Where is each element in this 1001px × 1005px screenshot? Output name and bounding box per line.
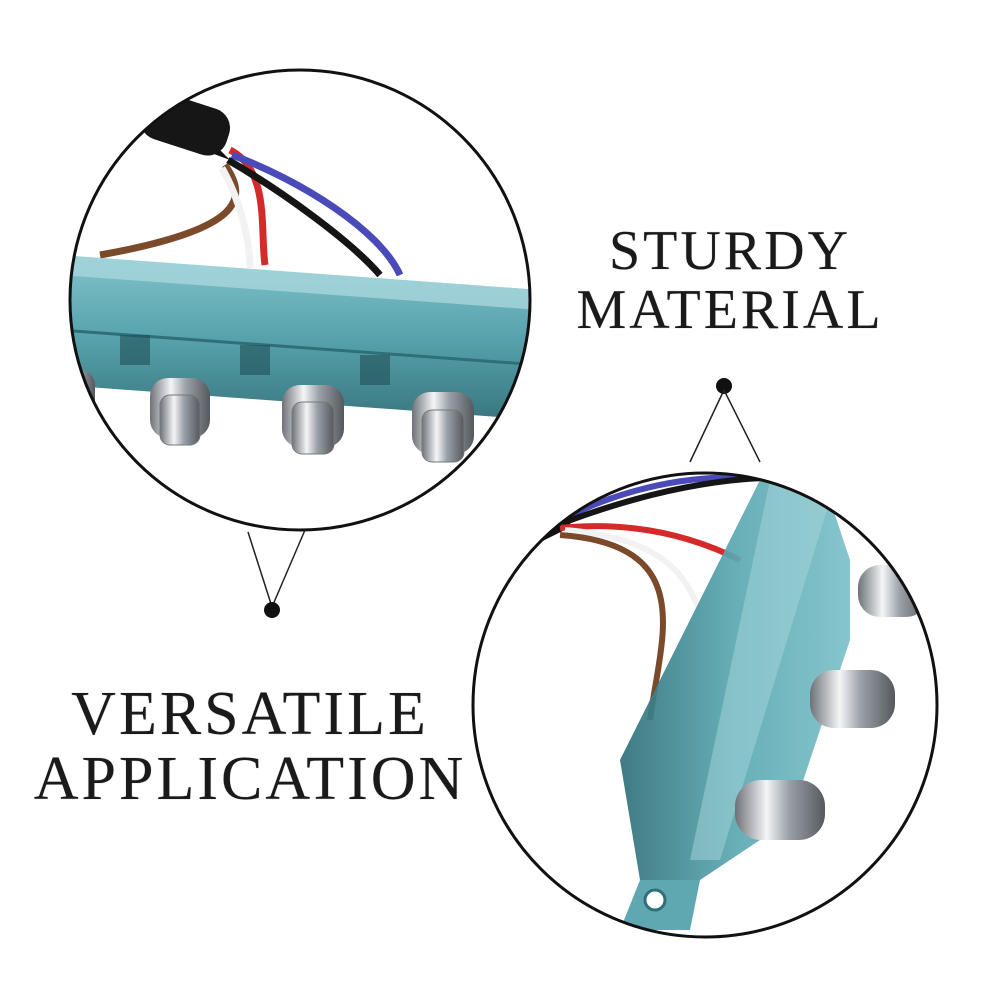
top-magnified-view bbox=[70, 70, 530, 530]
chrome-button-0 bbox=[70, 370, 95, 425]
sturdy-material-caption: STURDY MATERIAL bbox=[560, 222, 900, 340]
caption-line: MATERIAL bbox=[576, 278, 884, 341]
bottom-callout-pointer bbox=[689, 378, 761, 463]
chrome-button-3 bbox=[412, 392, 474, 463]
caption-line: APPLICATION bbox=[33, 745, 467, 814]
chrome-knob-middle bbox=[810, 670, 895, 728]
caption-line: VERSATILE bbox=[71, 680, 429, 748]
top-callout-pointer bbox=[247, 529, 306, 618]
versatile-application-caption: VERSATILE APPLICATION bbox=[30, 680, 470, 814]
chrome-knob-bottom bbox=[735, 780, 825, 840]
caption-line: STURDY bbox=[608, 220, 852, 282]
chrome-button-2 bbox=[282, 385, 344, 455]
bottom-full-view bbox=[473, 473, 937, 937]
chrome-button-1 bbox=[150, 378, 210, 446]
